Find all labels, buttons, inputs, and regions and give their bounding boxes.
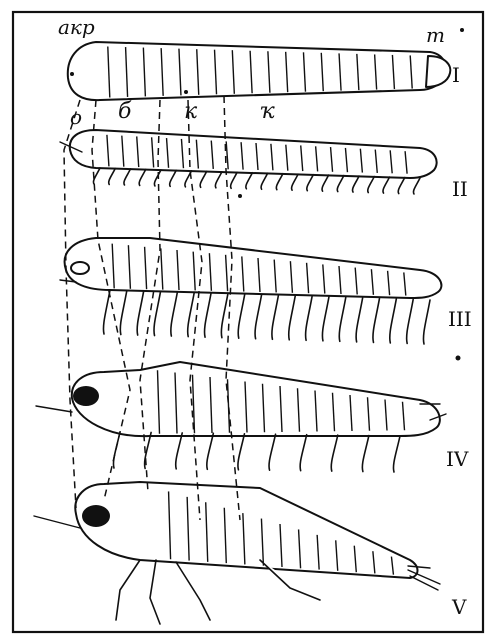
leg <box>170 170 177 186</box>
leg <box>109 168 116 184</box>
leg <box>171 292 178 336</box>
leg <box>139 169 146 185</box>
label-telson: т <box>426 23 445 47</box>
leg <box>238 294 245 338</box>
leg <box>289 296 296 340</box>
telson <box>426 56 450 87</box>
leg <box>154 292 161 336</box>
label-ocular: о <box>70 105 82 129</box>
leg <box>368 177 375 193</box>
stage-5-organism <box>34 482 440 624</box>
stage-numeral-1: I <box>452 63 460 87</box>
leg <box>413 178 420 194</box>
leg <box>393 436 400 472</box>
leg <box>176 433 183 469</box>
leg <box>339 297 346 341</box>
leg <box>205 293 212 337</box>
leg <box>221 294 228 338</box>
leg <box>215 172 222 188</box>
stage-numeral-4: IV <box>446 447 469 471</box>
label-k1: к <box>184 99 198 124</box>
leg <box>124 169 131 185</box>
leg <box>306 296 313 340</box>
stage-4-organism <box>36 362 446 472</box>
leg <box>337 176 344 192</box>
leg <box>373 298 380 342</box>
leg <box>356 298 363 342</box>
leg <box>407 299 414 343</box>
leg <box>331 435 338 471</box>
leg <box>390 299 397 343</box>
leg <box>307 175 314 191</box>
stage-5-eye <box>82 505 110 527</box>
leg <box>261 173 268 189</box>
stage-numeral-2: II <box>452 177 468 201</box>
leg <box>231 172 238 188</box>
label-b: б <box>118 99 132 124</box>
label-acron: акр <box>58 15 95 39</box>
leg <box>269 434 276 470</box>
leg <box>238 434 245 470</box>
leg <box>362 436 369 472</box>
leg <box>137 291 144 335</box>
leg <box>120 291 127 335</box>
leg <box>300 435 307 471</box>
stage-2-organism <box>60 130 437 194</box>
leg <box>255 295 262 339</box>
leg <box>423 300 430 344</box>
leg <box>322 297 329 341</box>
leg <box>383 177 390 193</box>
stage-4-legs <box>113 432 400 472</box>
stage-numeral-5: V <box>451 595 467 619</box>
leg <box>207 433 214 469</box>
leg <box>272 295 279 339</box>
leg <box>353 176 360 192</box>
leg <box>188 293 195 337</box>
leg <box>200 171 207 187</box>
leg <box>246 173 253 189</box>
leg <box>292 174 299 190</box>
leg <box>276 174 283 190</box>
leg <box>398 178 405 194</box>
leg <box>322 175 329 191</box>
label-k2: ҡ <box>260 99 275 124</box>
stage-5-antenna <box>34 516 80 528</box>
stage-numeral-3: III <box>448 307 472 331</box>
stage-3-eye <box>71 262 89 274</box>
stage-1-organism <box>68 42 451 100</box>
stage-4-eye <box>73 386 99 406</box>
leg <box>103 290 110 334</box>
stage-4-antenna <box>36 406 72 412</box>
